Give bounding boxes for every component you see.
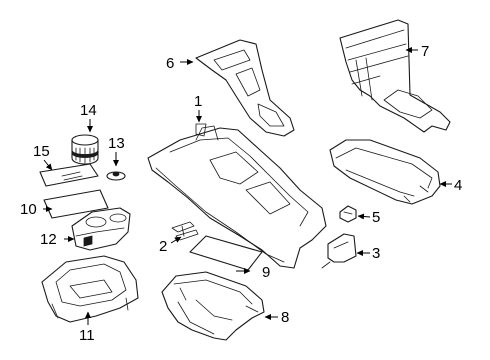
part-4-armrest-lid — [329, 139, 441, 205]
part-13-knob — [106, 171, 126, 181]
part-7-trim-bezel — [339, 19, 451, 133]
callout-8: 8 — [281, 309, 289, 326]
callout-9: 9 — [262, 264, 270, 281]
callout-2: 2 — [159, 238, 167, 255]
part-2-clip — [171, 221, 199, 241]
callout-12: 12 — [40, 231, 57, 248]
part-10-liner — [43, 189, 109, 219]
callout-13: 13 — [108, 135, 125, 152]
callout-15: 15 — [33, 143, 50, 160]
part-15-pad — [39, 163, 99, 187]
part-11-lower-frame — [41, 255, 139, 323]
callout-14: 14 — [80, 102, 97, 119]
part-3-latch — [321, 233, 357, 269]
callout-6: 6 — [166, 55, 174, 72]
callout-1: 1 — [194, 93, 202, 110]
leader-lines — [43, 47, 452, 325]
part-6-upper-trim — [195, 39, 295, 137]
part-8-storage-bin — [161, 271, 265, 341]
part-12-cup-holder — [71, 207, 131, 251]
part-5-clip — [339, 205, 357, 223]
callout-11: 11 — [79, 327, 95, 344]
callout-5: 5 — [372, 209, 380, 226]
part-9-mat — [189, 235, 263, 271]
callout-10: 10 — [20, 201, 37, 218]
callout-7: 7 — [421, 43, 429, 60]
callout-4: 4 — [454, 177, 462, 194]
part-14-cup-insert — [71, 134, 99, 165]
callout-labels: 6 7 1 4 5 3 9 8 2 14 13 15 10 12 11 — [20, 43, 462, 344]
part-1-center-console — [147, 123, 327, 269]
callout-3: 3 — [372, 245, 380, 262]
